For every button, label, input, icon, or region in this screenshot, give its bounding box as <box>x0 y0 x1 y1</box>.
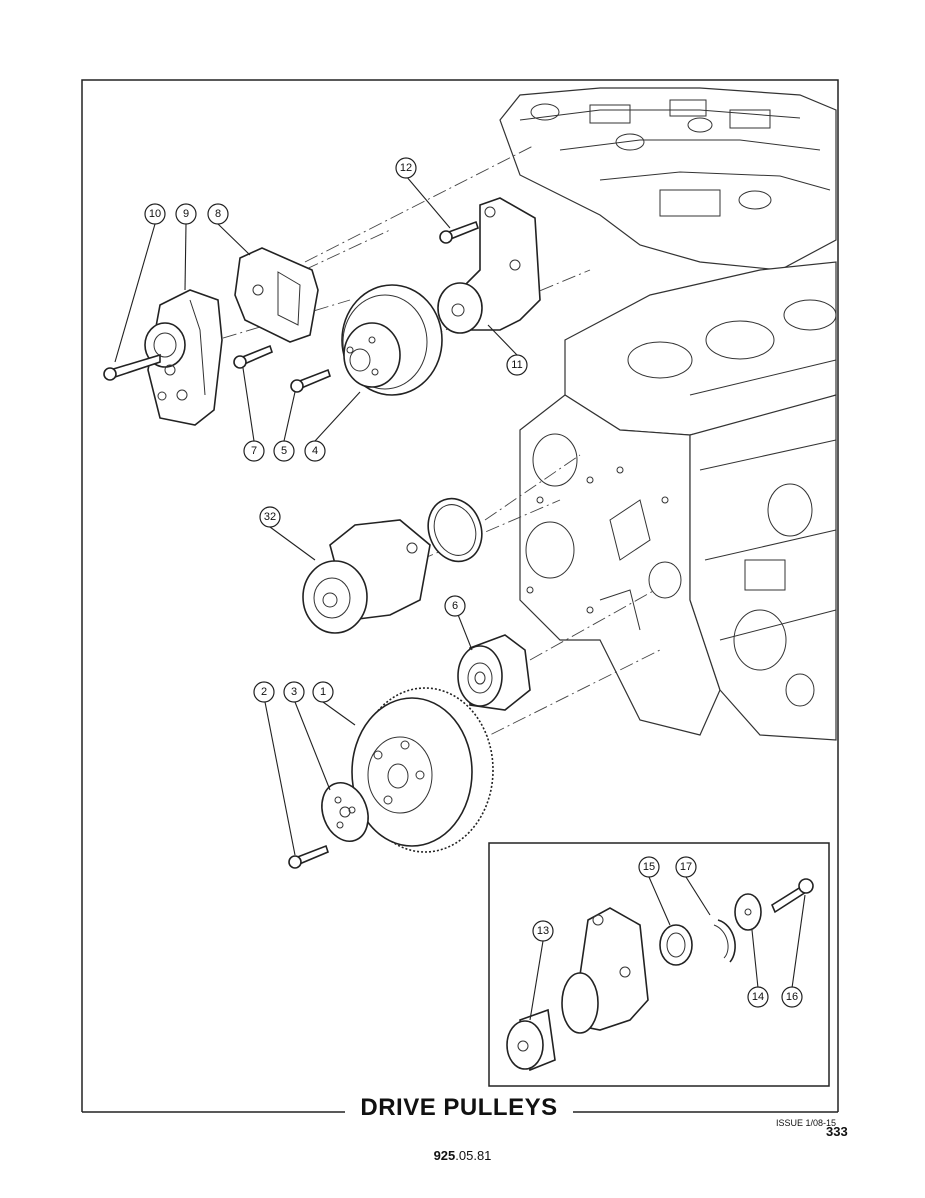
callout-7: 7 <box>243 440 265 462</box>
engine-block-illustration <box>499 87 837 741</box>
crank-pulley-part <box>351 687 494 853</box>
idler-assembly-part <box>302 519 431 634</box>
svg-text:8: 8 <box>215 208 221 220</box>
issue-label: ISSUE 1/08-15 <box>776 1118 837 1128</box>
page-title: DRIVE PULLEYS <box>345 1094 573 1122</box>
svg-text:3: 3 <box>291 686 297 698</box>
doc-ref-bold: 925 <box>433 1148 456 1163</box>
callout-32: 32 <box>259 506 281 528</box>
callout-8: 8 <box>207 203 229 225</box>
bolt-2 <box>288 844 329 869</box>
callout-15: 15 <box>638 856 660 878</box>
belt-tensioner-part <box>144 289 223 426</box>
pulley-part <box>341 284 443 396</box>
callout-5: 5 <box>273 440 295 462</box>
svg-text:17: 17 <box>680 861 692 873</box>
doc-ref-rest: .05.81 <box>455 1148 492 1163</box>
gasket-ring-part <box>427 497 483 563</box>
document-reference: 925.05.81 <box>0 1148 925 1163</box>
bolt-5 <box>290 368 331 393</box>
callout-12: 12 <box>395 157 417 179</box>
callout-10: 10 <box>144 203 166 225</box>
svg-text:1: 1 <box>320 686 326 698</box>
inset-detail-frame <box>488 842 830 1087</box>
bolts <box>103 220 479 869</box>
svg-text:10: 10 <box>149 208 161 220</box>
svg-text:16: 16 <box>786 991 798 1003</box>
callout-16: 16 <box>781 986 803 1008</box>
washer-plate-part <box>321 782 369 842</box>
callout-13: 13 <box>532 920 554 942</box>
svg-text:6: 6 <box>452 600 458 612</box>
callout-14: 14 <box>747 986 769 1008</box>
page-number: 333 <box>826 1124 848 1139</box>
svg-text:9: 9 <box>183 208 189 220</box>
callouts: 10 9 8 12 11 7 5 4 32 6 2 3 1 15 17 13 1… <box>144 157 803 1008</box>
bolt-7 <box>233 344 273 369</box>
svg-text:2: 2 <box>261 686 267 698</box>
callout-1: 1 <box>312 681 334 703</box>
svg-text:12: 12 <box>400 162 412 174</box>
inset-parts <box>506 878 814 1072</box>
svg-text:5: 5 <box>281 445 287 457</box>
svg-text:32: 32 <box>264 511 276 523</box>
callout-2: 2 <box>253 681 275 703</box>
roller-part <box>457 634 531 711</box>
callout-9: 9 <box>175 203 197 225</box>
svg-text:15: 15 <box>643 861 655 873</box>
tensioner-bracket-part <box>234 247 319 343</box>
svg-text:13: 13 <box>537 925 549 937</box>
svg-text:11: 11 <box>511 359 522 371</box>
callout-6: 6 <box>444 595 466 617</box>
diagram-frame <box>81 79 839 1112</box>
callout-11: 11 <box>506 354 528 376</box>
callout-4: 4 <box>304 440 326 462</box>
bolt-10 <box>103 353 161 381</box>
svg-text:14: 14 <box>752 991 764 1003</box>
idler-housing-part <box>437 197 541 334</box>
callout-17: 17 <box>675 856 697 878</box>
svg-text:7: 7 <box>251 445 257 457</box>
svg-text:4: 4 <box>312 445 318 457</box>
callout-3: 3 <box>283 681 305 703</box>
bolt-12 <box>439 220 479 244</box>
